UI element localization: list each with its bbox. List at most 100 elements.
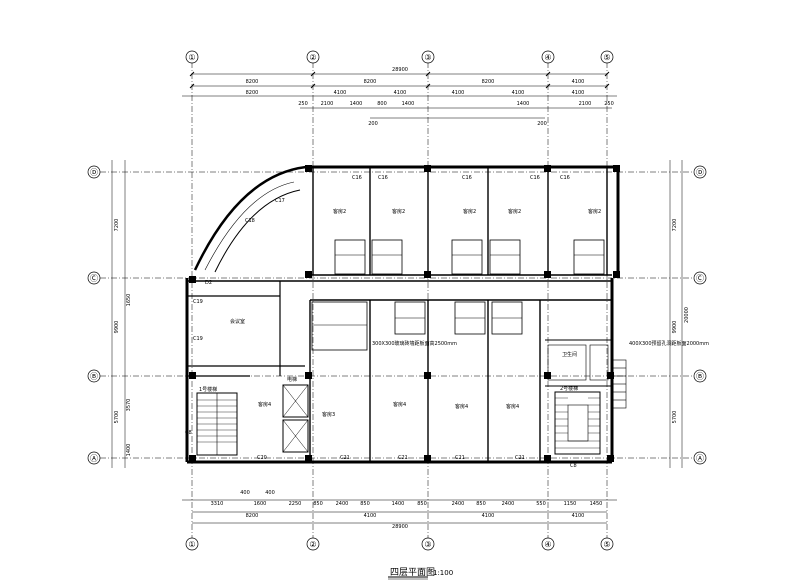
dim-bot-1-3: 4100 bbox=[572, 513, 585, 519]
grid-col-5-top: ⑤ bbox=[603, 53, 610, 62]
grid-bubbles-rows: Ⓓ Ⓒ Ⓑ Ⓐ Ⓓ Ⓒ Ⓑ Ⓐ bbox=[87, 165, 707, 465]
top-dimension-lines bbox=[182, 71, 617, 119]
window-door-labels: C16 C16 C16 C16 C16 C17 C18 C19 C19 C20 … bbox=[185, 175, 577, 469]
window-label-c19-1: C19 bbox=[193, 299, 203, 305]
grid-lines bbox=[100, 62, 700, 540]
dim-left-2: 1650 bbox=[126, 294, 132, 307]
dim-top-1-a: 8200 bbox=[246, 79, 259, 85]
dim-top-3-b: 2100 bbox=[321, 101, 334, 107]
dim-left-0: 7200 bbox=[114, 219, 120, 232]
drawing-title: 四层平面图 bbox=[390, 567, 435, 578]
grid-row-c-left: Ⓒ bbox=[90, 274, 98, 283]
door-label-d2: D2 bbox=[205, 280, 212, 286]
window-label-c20: C20 bbox=[257, 455, 267, 461]
dim-bot-overall: 28900 bbox=[392, 524, 408, 530]
dim-top-2-a: 8200 bbox=[246, 90, 259, 96]
stair-treads-right bbox=[555, 397, 600, 449]
grid-col-3-bottom: ③ bbox=[424, 540, 431, 549]
dim-top-1-c: 8200 bbox=[482, 79, 495, 85]
dim-bot-2-11: 550 bbox=[536, 501, 546, 507]
room-label-guest4-4: 客房4 bbox=[258, 401, 271, 408]
grid-col-3-top: ③ bbox=[424, 53, 431, 62]
dim-bot-2-12: 1150 bbox=[564, 501, 577, 507]
dim-top-3-e: 1400 bbox=[402, 101, 415, 107]
side-dimension-text: 7200 9900 1650 5700 3570 1400 7200 9900 … bbox=[114, 219, 690, 457]
room-labels: 客房2 客房2 客房2 客房2 客房2 客房3 客房4 客房4 客房4 客房4 … bbox=[199, 208, 601, 418]
window-label-c8-2: C8 bbox=[185, 430, 192, 436]
window-label-c17: C17 bbox=[275, 198, 285, 204]
window-label-c16-5: C16 bbox=[560, 175, 570, 181]
dim-top-4-a: 200 bbox=[368, 121, 378, 127]
room-label-restroom: 卫生间 bbox=[562, 351, 577, 358]
room-label-guest4-2: 客房4 bbox=[455, 403, 468, 410]
window-label-c21-4: C21 bbox=[515, 455, 525, 461]
drawing-title-block: 四层平面图 1:100 bbox=[388, 567, 453, 580]
note-glass-brick: 300X300玻璃砖墙距板面高2500mm bbox=[372, 340, 457, 347]
dim-bot-1-1: 4100 bbox=[364, 513, 377, 519]
dim-right-3: 5700 bbox=[672, 411, 678, 424]
window-label-c18: C18 bbox=[245, 218, 255, 224]
grid-bubbles-bottom: ① ② ③ ④ ⑤ bbox=[185, 537, 614, 551]
grid-row-d-right: Ⓓ bbox=[696, 168, 704, 177]
room-label-guest2-3: 客房2 bbox=[463, 208, 476, 215]
window-label-c21-2: C21 bbox=[398, 455, 408, 461]
dim-top-2-f: 4100 bbox=[572, 90, 585, 96]
grid-row-b-right: Ⓑ bbox=[696, 372, 704, 381]
room-label-guest2-5: 客房2 bbox=[588, 208, 601, 215]
room-label-guest4-3: 客房4 bbox=[506, 403, 519, 410]
dim-left-1: 9900 bbox=[114, 321, 120, 334]
room-label-elevator: 电梯 bbox=[287, 376, 297, 383]
dim-bot-2-13: 1450 bbox=[590, 501, 603, 507]
grid-col-1-top: ① bbox=[188, 53, 195, 62]
grid-col-2-bottom: ② bbox=[309, 540, 316, 549]
room-label-stair1: 1号楼梯 bbox=[199, 386, 217, 393]
grid-col-4-bottom: ④ bbox=[544, 540, 551, 549]
dim-top-3-d: 800 bbox=[377, 101, 387, 107]
window-label-c19-2: C19 bbox=[193, 336, 203, 342]
dim-bot-3-1: 400 bbox=[265, 490, 275, 496]
bottom-dimension-lines bbox=[182, 499, 617, 524]
dim-left-3: 5700 bbox=[114, 411, 120, 424]
dim-top-3-a: 250 bbox=[298, 101, 308, 107]
dim-bot-2-5: 850 bbox=[360, 501, 370, 507]
grid-row-c-right: Ⓒ bbox=[696, 274, 704, 283]
window-label-c8-1: C8 bbox=[570, 463, 577, 469]
note-opening: 400X300预留孔洞距板面2000mm bbox=[629, 340, 709, 347]
structural-columns bbox=[189, 165, 620, 462]
dim-top-2-d: 4100 bbox=[452, 90, 465, 96]
interior-walls bbox=[187, 167, 612, 462]
grid-row-d-left: Ⓓ bbox=[90, 168, 98, 177]
dim-bot-2-1: 1600 bbox=[254, 501, 267, 507]
dim-bot-2-8: 2400 bbox=[452, 501, 465, 507]
annotation-notes: 300X300玻璃砖墙距板面高2500mm 400X300预留孔洞距板面2000… bbox=[372, 340, 709, 347]
dim-top-1-d: 4100 bbox=[572, 79, 585, 85]
dim-top-3-g: 2100 bbox=[579, 101, 592, 107]
bottom-dimension-text: 3310 1600 2250 850 2400 850 1400 850 240… bbox=[211, 490, 603, 530]
room-label-guest2-1: 客房2 bbox=[333, 208, 346, 215]
dim-top-3-c: 1400 bbox=[350, 101, 363, 107]
dim-bot-3-0: 400 bbox=[240, 490, 250, 496]
drawing-scale: 1:100 bbox=[433, 569, 453, 577]
dim-top-1-b: 8200 bbox=[364, 79, 377, 85]
dim-top-2-e: 4100 bbox=[512, 90, 525, 96]
window-label-c21-1: C21 bbox=[340, 455, 350, 461]
room-label-guest4-1: 客房4 bbox=[393, 401, 406, 408]
window-label-c21-3: C21 bbox=[455, 455, 465, 461]
dim-top-3-h: 250 bbox=[604, 101, 614, 107]
room-label-guest2-2: 客房2 bbox=[392, 208, 405, 215]
room-label-stair2: 2号楼梯 bbox=[560, 385, 578, 392]
dim-right-1: 9900 bbox=[672, 321, 678, 334]
dim-bot-2-10: 2400 bbox=[502, 501, 515, 507]
grid-row-a-left: Ⓐ bbox=[90, 454, 98, 463]
dim-left-5: 1400 bbox=[126, 444, 132, 457]
dim-top-3-f: 1400 bbox=[517, 101, 530, 107]
dim-bot-2-4: 2400 bbox=[336, 501, 349, 507]
room-label-guest3: 客房3 bbox=[322, 411, 335, 418]
grid-row-b-left: Ⓑ bbox=[90, 372, 98, 381]
window-label-c16-2: C16 bbox=[378, 175, 388, 181]
top-dimension-text: 28900 8200 8200 8200 4100 8200 4100 4100… bbox=[246, 67, 614, 127]
dim-right-2: 20000 bbox=[684, 307, 690, 323]
grid-col-2-top: ② bbox=[309, 53, 316, 62]
dim-bot-2-9: 850 bbox=[476, 501, 486, 507]
